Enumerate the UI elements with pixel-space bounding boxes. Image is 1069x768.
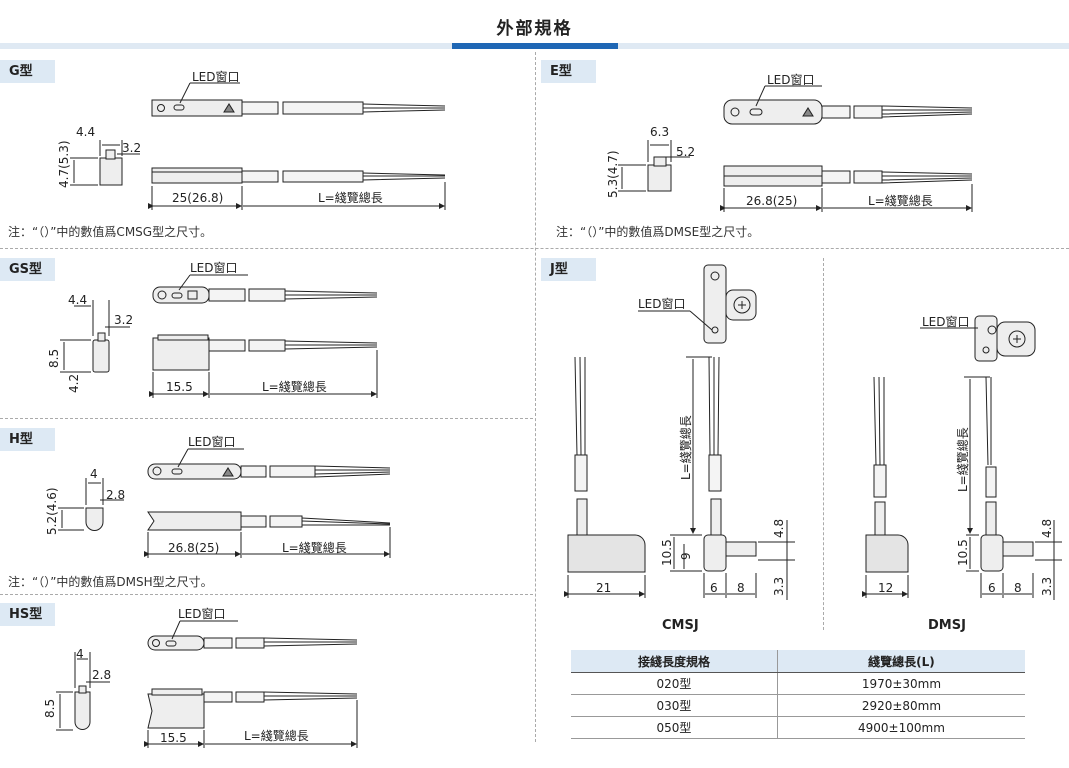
g-dim-length: 25(26.8) (172, 191, 223, 205)
table-header-length: 綫覽總長(L) (777, 650, 1025, 673)
gs-dim-base: 4.2 (67, 374, 81, 393)
screw-icon (710, 271, 720, 281)
led-window-icon (173, 104, 185, 111)
h-dim-width: 4 (90, 467, 98, 481)
table-header-spec: 接綫長度規格 (571, 650, 778, 673)
dmsj-dim-cable: L=綫覽總長 (955, 427, 970, 492)
drawing-j (564, 264, 1062, 600)
cmsj-dim-height: 10.5 (660, 539, 674, 566)
h-led-label: LED窗口 (188, 435, 236, 449)
drawing-h (58, 448, 391, 558)
tag-gs: GS型 (0, 258, 55, 281)
tag-g: G型 (0, 60, 55, 83)
divider-row1 (0, 248, 1069, 249)
tag-e: E型 (541, 60, 596, 83)
divider-row3 (0, 594, 533, 595)
cmsj-dim-bottom: 3.3 (772, 577, 786, 596)
e-dim-cable: L=綫覽總長 (868, 193, 933, 208)
e-dim-width: 6.3 (650, 125, 669, 139)
drawing-e (618, 85, 973, 212)
cmsj-dim-cable: L=綫覽總長 (678, 415, 693, 480)
dmsj-dim-width: 12 (878, 581, 893, 595)
cable-spec-table: 接綫長度規格 綫覽總長(L) 020型 1970±30mm 030型 2920±… (571, 650, 1025, 739)
drawing-g (70, 82, 446, 210)
gs-dim-top: 3.2 (114, 313, 133, 327)
g-led-leader (179, 82, 191, 104)
e-led-label: LED窗口 (767, 73, 815, 87)
j-led-label-dmsj: LED窗口 (922, 315, 970, 329)
e-dim-length: 26.8(25) (746, 194, 797, 208)
page-title: 外部規格 (496, 19, 573, 39)
cmsj-dim-inner: 9 (679, 552, 693, 560)
e-dim-top: 5.2 (676, 145, 695, 159)
gs-dim-width: 4.4 (68, 293, 87, 307)
note-e: 注：“（）”中的數值爲DMSE型之尺寸。 (556, 225, 760, 239)
hs-dim-cable: L=綫覽總長 (244, 728, 309, 743)
hs-dim-width: 4 (76, 647, 84, 661)
dmsj-label: DMSJ (928, 618, 966, 633)
table-row: 050型 4900±100mm (571, 716, 1025, 739)
g-led-label: LED窗口 (192, 70, 240, 84)
cmsj-dim-top: 4.8 (772, 519, 786, 538)
tag-h: H型 (0, 428, 55, 451)
divider-column (535, 52, 536, 742)
gs-dim-length: 15.5 (166, 380, 193, 394)
table-row: 030型 2920±80mm (571, 694, 1025, 717)
table-cell-spec: 050型 (571, 716, 778, 739)
table-cell-length: 2920±80mm (777, 694, 1025, 717)
hs-dim-top: 2.8 (92, 668, 111, 682)
hs-led-label: LED窗口 (178, 607, 226, 621)
dmsj-dim-bottom: 3.3 (1040, 577, 1054, 596)
cmsj-dim-6: 6 (710, 581, 718, 595)
title-bar (0, 43, 1069, 49)
cmsj-label: CMSJ (662, 618, 699, 633)
hs-dim-length: 15.5 (160, 731, 187, 745)
note-g: 注：“（）”中的數值爲CMSG型之尺寸。 (8, 225, 213, 239)
dmsj-dim-height: 10.5 (956, 539, 970, 566)
title-bar-accent (452, 43, 618, 49)
gs-led-label: LED窗口 (190, 261, 238, 275)
table-header-row: 接綫長度規格 綫覽總長(L) (571, 650, 1025, 673)
divider-j-models (823, 258, 824, 630)
gs-dim-height: 8.5 (47, 349, 61, 368)
h-dim-length: 26.8(25) (168, 541, 219, 555)
g-dim-cable: L=綫覽總長 (318, 190, 383, 205)
triangle-mark-icon (223, 103, 235, 113)
j-led-label-cmsj: LED窗口 (638, 297, 686, 311)
table-cell-spec: 020型 (571, 672, 778, 695)
screw-icon (157, 104, 165, 112)
tag-j: J型 (541, 258, 596, 281)
h-dim-cable: L=綫覽總長 (282, 540, 347, 555)
note-h: 注：“（）”中的數值爲DMSH型之尺寸。 (8, 575, 213, 589)
table-cell-spec: 030型 (571, 694, 778, 717)
h-dim-height: 5.2(4.6) (45, 487, 59, 535)
drawing-gs (60, 274, 378, 398)
table-cell-length: 1970±30mm (777, 672, 1025, 695)
tag-hs: HS型 (0, 603, 55, 626)
gs-dim-cable: L=綫覽總長 (262, 379, 327, 394)
divider-row2 (0, 418, 533, 419)
dmsj-dim-top: 4.8 (1040, 519, 1054, 538)
drawing-hs (56, 620, 358, 748)
cmsj-dim-8: 8 (737, 581, 745, 595)
dmsj-dim-8: 8 (1014, 581, 1022, 595)
table-row: 020型 1970±30mm (571, 672, 1025, 695)
table-cell-length: 4900±100mm (777, 716, 1025, 739)
e-dim-height: 5.3(4.7) (606, 150, 620, 198)
h-dim-top: 2.8 (106, 488, 125, 502)
g-dim-top: 3.2 (122, 141, 141, 155)
g-dim-width: 4.4 (76, 125, 95, 139)
cmsj-dim-width: 21 (596, 581, 611, 595)
hs-dim-height: 8.5 (43, 699, 57, 718)
dmsj-dim-6: 6 (988, 581, 996, 595)
g-dim-height: 4.7(5.3) (57, 140, 71, 188)
